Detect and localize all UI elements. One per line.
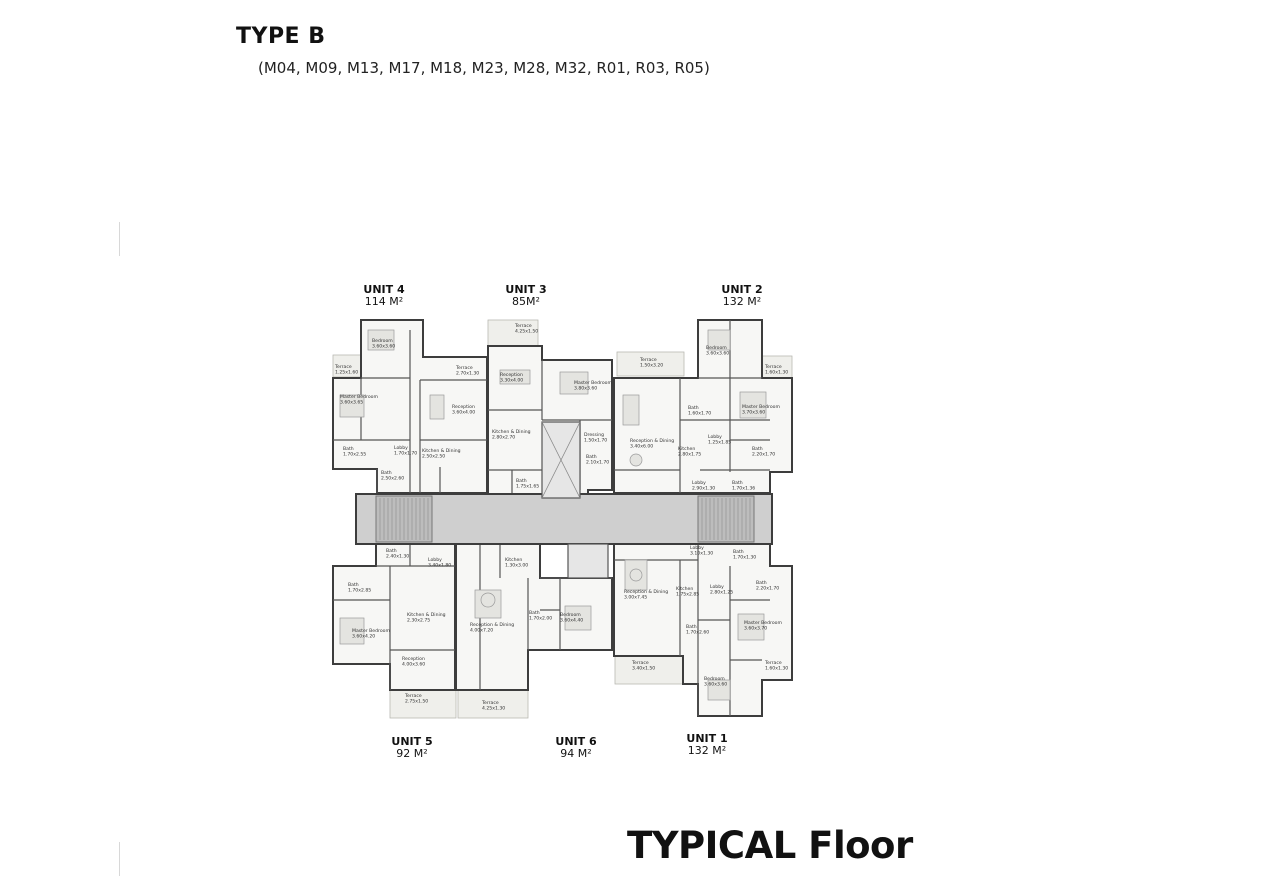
- lift-lower: [567, 543, 609, 579]
- unit-5-label: UNIT 5 92 M²: [357, 736, 467, 760]
- furniture: [339, 329, 767, 701]
- plan-type-title: TYPE B: [236, 24, 326, 49]
- terrace: [457, 689, 529, 719]
- unit-name: UNIT 4: [363, 283, 405, 296]
- unit-area: 132 M²: [687, 744, 727, 757]
- partitions: [333, 320, 770, 716]
- plan-model-list: (M04, M09, M13, M17, M18, M23, M28, M32,…: [258, 59, 710, 77]
- central-core: [355, 421, 773, 579]
- terrace: [614, 655, 684, 685]
- terrace: [616, 351, 685, 377]
- unit-area: 132 M²: [722, 295, 762, 308]
- unit-1-label: UNIT 1 132 M²: [652, 733, 762, 757]
- unit-name: UNIT 5: [391, 735, 433, 748]
- unit-1-outline: [613, 535, 793, 717]
- stair-treads: [379, 498, 751, 540]
- unit-area: 114 M²: [364, 295, 404, 308]
- left-edge-mark-top: [119, 222, 120, 256]
- unit-area: 92 M²: [396, 747, 428, 760]
- floor-title: TYPICAL Floor: [627, 824, 913, 867]
- unit-area: 94 M²: [560, 747, 592, 760]
- unit-2-label: UNIT 2 132 M²: [687, 284, 797, 308]
- unit-3-label: UNIT 3 85M²: [471, 284, 581, 308]
- unit-name: UNIT 2: [721, 283, 763, 296]
- terrace: [487, 319, 539, 347]
- unit-name: UNIT 6: [555, 735, 597, 748]
- unit-name: UNIT 3: [505, 283, 547, 296]
- unit-name: UNIT 1: [686, 732, 728, 745]
- left-edge-mark-bottom: [119, 842, 120, 876]
- terrace: [761, 355, 793, 381]
- unit-4-label: UNIT 4 114 M²: [329, 284, 439, 308]
- unit-6-label: UNIT 6 94 M²: [521, 736, 631, 760]
- terrace: [389, 689, 457, 719]
- unit-area: 85M²: [512, 295, 540, 308]
